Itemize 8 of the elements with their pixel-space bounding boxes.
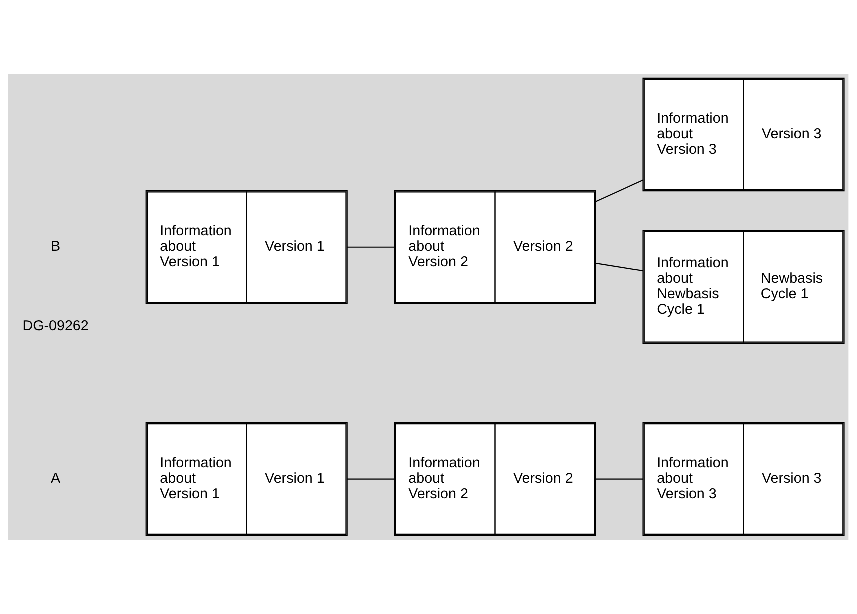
- connector: [347, 246, 395, 248]
- connector: [596, 478, 644, 480]
- label: DG-09262: [22, 318, 89, 335]
- connector: [596, 180, 644, 202]
- label: B: [51, 239, 61, 256]
- connector: [347, 478, 395, 480]
- label: A: [51, 471, 61, 488]
- connector: [596, 262, 644, 272]
